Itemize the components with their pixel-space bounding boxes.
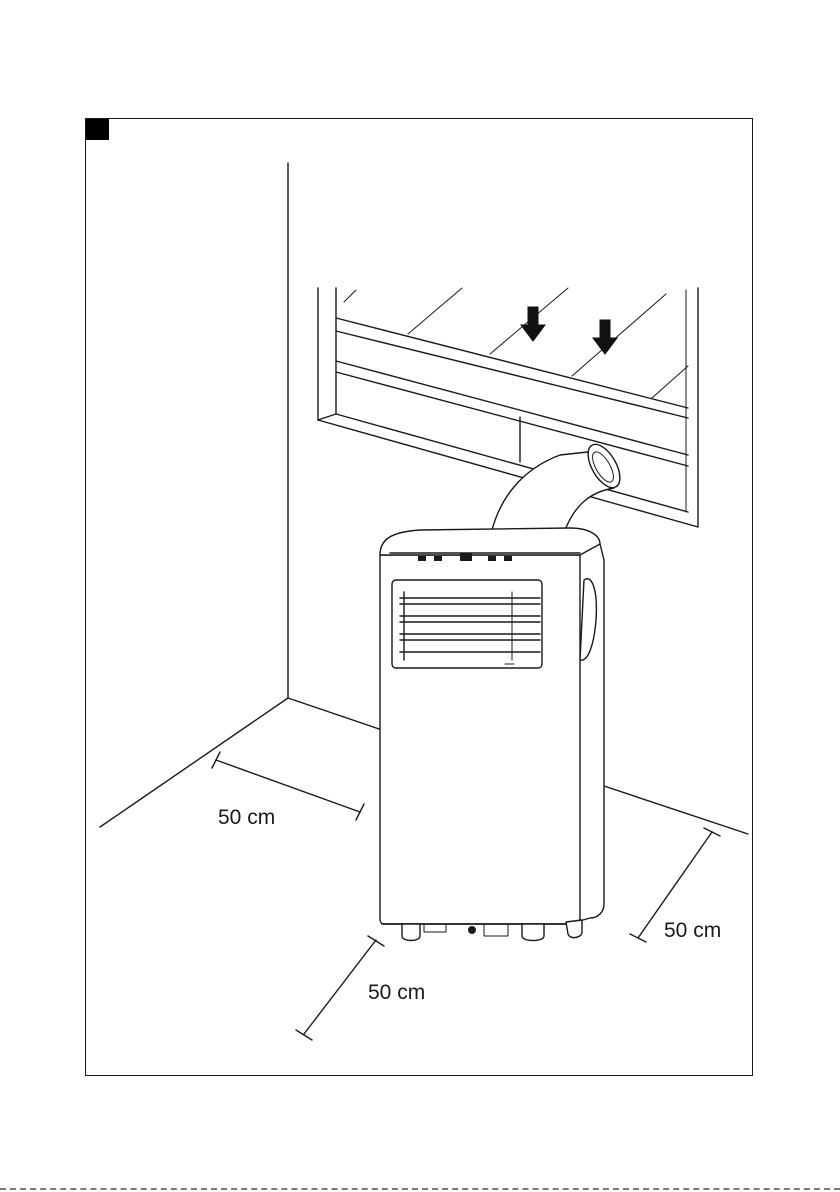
window-sill-corner	[318, 414, 336, 420]
window-frame	[318, 288, 698, 527]
window-rail-top-1	[336, 318, 688, 408]
dim-tick	[356, 804, 364, 820]
dim-tick	[368, 936, 384, 946]
caster-wheel	[566, 920, 582, 938]
dimension-label-front: 50 cm	[368, 981, 425, 1004]
caster-wheel	[402, 924, 420, 941]
dim-line	[304, 940, 376, 1034]
glass-hatch	[344, 290, 356, 302]
drain-plug	[468, 926, 476, 934]
unit-front	[380, 555, 580, 924]
window-arrow-icon	[521, 307, 545, 341]
dimension-label-left: 50 cm	[218, 806, 275, 829]
control-button	[434, 556, 442, 561]
window-rail-low-2	[336, 372, 688, 466]
dim-tick	[296, 1030, 312, 1040]
control-button	[488, 556, 496, 561]
control-button	[504, 556, 512, 561]
dim-tick	[704, 828, 720, 836]
glass-hatch	[408, 288, 462, 334]
control-button	[418, 556, 426, 561]
dim-tick	[630, 934, 646, 942]
exhaust-hose	[492, 439, 626, 530]
floor-back-edge-right	[598, 784, 748, 834]
unit-top	[380, 528, 600, 555]
portable-air-conditioner	[380, 528, 604, 941]
glass-hatch	[572, 294, 666, 376]
page-bottom-edge	[0, 1188, 840, 1190]
display-window	[460, 553, 472, 561]
dim-tick	[212, 752, 220, 768]
dimension-label-right: 50 cm	[664, 919, 721, 942]
floor-back-edge	[288, 698, 382, 730]
dim-line	[216, 760, 360, 812]
window-inner-frame	[336, 288, 688, 512]
caster-wheel	[522, 924, 544, 941]
window-arrow-icon	[593, 320, 617, 354]
glass-hatch	[652, 366, 688, 398]
base-brackets	[424, 924, 508, 936]
